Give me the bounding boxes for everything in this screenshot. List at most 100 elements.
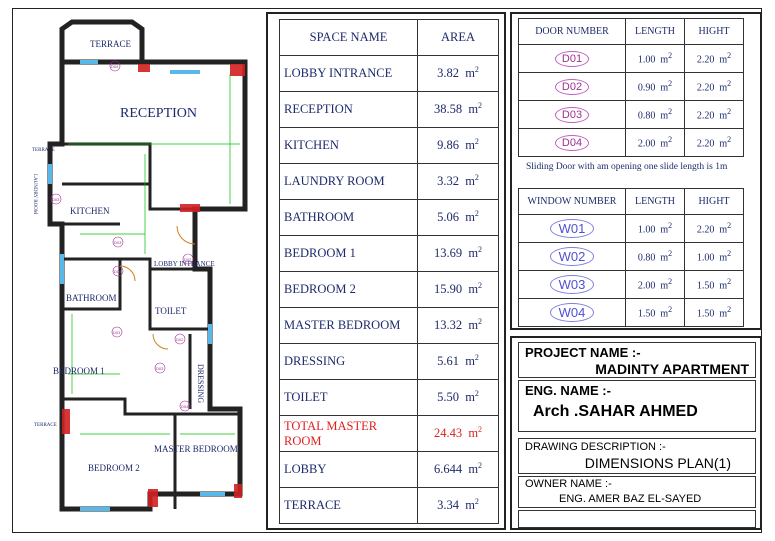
header-length: LENGTH [625,18,685,45]
window-length: 2.00 m2 [625,270,685,299]
door-length: 1.00 m2 [625,44,685,73]
window-code: W02 [549,247,595,266]
blank-row [518,510,756,528]
space-name: LOBBY INTRANCE [279,55,418,92]
drawing-description-value: DIMENSIONS PLAN(1) [584,455,731,471]
drawing-description-row: DRAWING DESCRIPTION :- DIMENSIONS PLAN(1… [518,438,756,474]
table-header-row: SPACE NAME AREA [279,19,499,56]
window-code: W01 [549,219,595,238]
window-length: 0.80 m2 [625,242,685,271]
window-length: 1.00 m2 [625,214,685,243]
space-name: RECEPTION [279,91,418,128]
room-label: DRESSING [196,364,205,403]
space-name: BATHROOM [279,199,418,236]
header-door-number: DOOR NUMBER [518,18,626,45]
space-name: KITCHEN [279,127,418,164]
door-length: 0.80 m2 [625,100,685,129]
header-length: LENGTH [625,188,685,215]
openings-panel [510,12,762,330]
space-area: 13.32 m2 [417,307,499,344]
window-header-row: WINDOW NUMBER LENGTH HIGHT [518,188,744,215]
room-label: LOBBY INTRANCE [154,260,215,268]
room-label: TERRACE [32,148,55,153]
engineer-name-value: Arch .SAHAR AHMED [533,403,698,420]
door-code: D03 [554,106,590,123]
door-header-row: DOOR NUMBER LENGTH HIGHT [518,18,744,45]
space-area: 5.06 m2 [417,199,499,236]
door-length: 2.00 m2 [625,128,685,157]
header-window-number: WINDOW NUMBER [518,188,626,215]
space-area: 6.644 m2 [417,451,499,488]
header-space-name: SPACE NAME [279,19,418,56]
engineer-name-row: ENG. NAME :- Arch .SAHAR AHMED [518,380,756,432]
title-block: PROJECT NAME :- MADINTY APARTMENT ENG. N… [510,336,762,530]
room-label: BEDROOM 2 [88,463,140,473]
space-area: 5.61 m2 [417,343,499,380]
space-name: TERRACE [279,487,418,524]
room-label: TERRACE [90,39,132,49]
door-height: 2.20 m2 [684,44,744,73]
door-code: D01 [554,50,590,67]
owner-name-value: ENG. AMER BAZ EL-SAYED [559,493,702,505]
owner-name-label: OWNER NAME :- [525,478,612,490]
window-code: W03 [549,275,595,294]
header-height: HIGHT [684,188,744,215]
window-height: 1.00 m2 [684,242,744,271]
space-name: BEDROOM 1 [279,235,418,272]
engineer-name-label: ENG. NAME :- [525,383,611,398]
space-area: 13.69 m2 [417,235,499,272]
door-height: 2.20 m2 [684,72,744,101]
door-tag: D02 [184,257,192,262]
project-name-value: MADINTY APARTMENT [595,361,749,377]
space-name: TOILET [279,379,418,416]
space-name: MASTER BEDROOM [279,307,418,344]
room-label: KITCHEN [70,206,110,216]
door-code: D04 [554,134,590,151]
project-name-row: PROJECT NAME :- MADINTY APARTMENT [518,342,756,378]
space-area: 3.34 m2 [417,487,499,524]
space-area: 3.82 m2 [417,55,499,92]
space-area: 38.58 m2 [417,91,499,128]
owner-name-row: OWNER NAME :- ENG. AMER BAZ EL-SAYED [518,476,756,508]
door-height: 2.20 m2 [684,100,744,129]
room-label: LAUNDRY ROOM [32,174,37,215]
door-length: 0.90 m2 [625,72,685,101]
space-area: 15.90 m2 [417,271,499,308]
door-tag: D04 [111,64,119,69]
window-height: 2.20 m2 [684,214,744,243]
room-label: BATHROOM [66,293,117,303]
window-code: W04 [549,303,595,322]
door-tag: D03 [113,330,121,335]
door-tag: D03 [52,197,60,202]
door-note: Sliding Door with am opening one slide l… [526,162,728,172]
header-height: HIGHT [684,18,744,45]
space-name: LAUNDRY ROOM [279,163,418,200]
project-name-label: PROJECT NAME :- [525,345,641,360]
header-area: AREA [417,19,499,56]
door-tag: D03 [114,240,122,245]
space-name: BEDROOM 2 [279,271,418,308]
space-area: 3.32 m2 [417,163,499,200]
door-height: 2.20 m2 [684,128,744,157]
space-name: DRESSING [279,343,418,380]
room-label: RECEPTION [120,106,197,121]
room-label: BEDROOM 1 [53,366,105,376]
